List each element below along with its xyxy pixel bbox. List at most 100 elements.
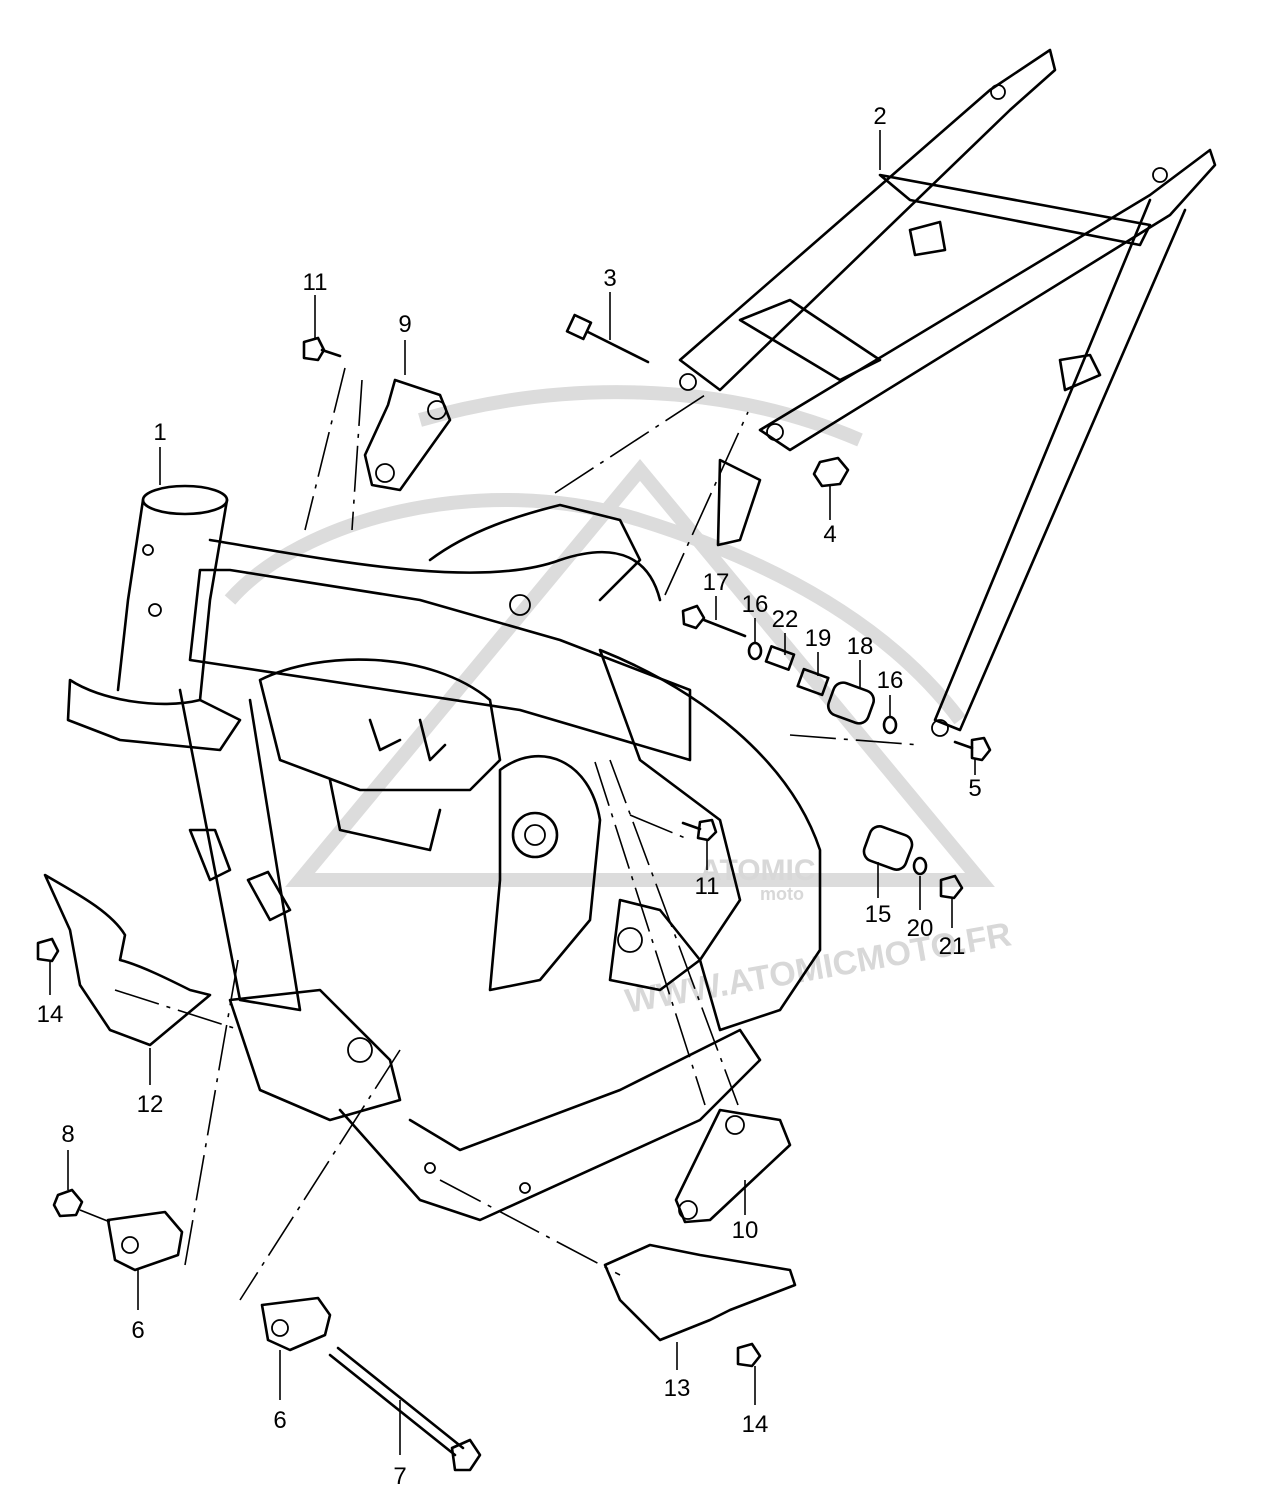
watermark-swoosh	[224, 492, 966, 725]
callout-8: 8	[61, 1121, 74, 1148]
leader-lines	[49, 130, 976, 1455]
engine-bay-upper	[258, 658, 502, 792]
callout-17: 17	[703, 569, 730, 596]
assembly-line-nut8	[79, 1209, 111, 1223]
main-frame	[66, 484, 822, 1222]
assembly-line-shock	[789, 734, 921, 746]
nut-part-8	[52, 1188, 84, 1218]
bracket-part-10	[674, 1108, 792, 1224]
steering-head-tube	[116, 498, 229, 702]
frame-boss-front	[347, 1037, 373, 1063]
engine-bay-rear	[488, 754, 602, 992]
bracket-part-9	[363, 378, 452, 492]
bolt-part-5	[953, 736, 992, 762]
callout-9: 9	[398, 311, 411, 338]
subframe-crossmember	[878, 173, 1152, 247]
bolt-part-17	[681, 604, 747, 638]
lower-engine-mount	[328, 778, 442, 852]
bracket-10-hole-b	[678, 1200, 698, 1220]
rear-side-plate	[598, 648, 822, 1032]
frame-hole-a	[424, 1162, 436, 1174]
down-tube	[178, 688, 302, 1012]
assembly-line-bolt11	[629, 814, 691, 841]
nut-part-21	[939, 874, 964, 900]
watermark: ATOMIC moto WWW.ATOMICMOTO.FR	[224, 385, 1014, 1021]
callout-18: 18	[847, 633, 874, 660]
main-spar-beam	[188, 568, 692, 762]
bolt-part-14-left	[36, 937, 60, 963]
bolt-part-3	[565, 313, 650, 364]
lower-cradle	[338, 1028, 762, 1222]
bracket-10-hole-a	[725, 1115, 745, 1135]
engine-mount-tabs	[368, 718, 447, 762]
assembly-lines	[79, 367, 921, 1301]
callout-11-b: 11	[695, 873, 720, 900]
washer-part-16-a	[747, 641, 763, 661]
subframe-tab-upper	[908, 220, 947, 257]
main-spar-top	[208, 538, 662, 602]
bracket-6b-hole	[271, 1319, 289, 1337]
frame-hole-c	[148, 603, 162, 617]
upper-bracket	[428, 503, 642, 602]
down-tube-tab	[246, 870, 292, 922]
nut-part-4	[812, 456, 850, 488]
assembly-line-guard13	[439, 1179, 621, 1276]
assembly-line-bracket9-a	[304, 367, 346, 531]
subframe-lower-rail	[933, 198, 1187, 732]
assembly-line-bracket9-b	[351, 379, 363, 531]
callout-12: 12	[137, 1091, 164, 1118]
assembly-line-bracket6b	[239, 1049, 401, 1301]
watermark-url: WWW.ATOMICMOTO.FR	[622, 915, 1014, 1020]
callout-22: 22	[772, 606, 799, 633]
assembly-line-subframe-top	[554, 394, 706, 494]
swingarm-pivot-bore	[524, 824, 546, 846]
subframe-rear-hole-b	[1152, 167, 1168, 183]
subframe-bridge-plate	[738, 298, 882, 382]
collar-part-19	[796, 667, 830, 697]
collar-part-22	[764, 645, 796, 671]
rear-subframe	[678, 48, 1217, 737]
subframe-lower-hole	[931, 719, 949, 737]
callout-19: 19	[805, 625, 832, 652]
bolt-part-11-lower	[681, 818, 718, 842]
assembly-line-bracket10-a	[609, 759, 739, 1106]
callout-14-b: 14	[742, 1411, 769, 1438]
bolt-part-11-upper	[302, 336, 342, 362]
bracket-9-hole-a	[427, 400, 447, 420]
frame-boss-lower	[617, 927, 643, 953]
bushing-part-18	[826, 681, 876, 725]
watermark-arc	[418, 385, 863, 447]
shock-mount-lower	[608, 898, 702, 992]
bushing-part-15	[862, 825, 914, 871]
guard-part-13	[603, 1243, 797, 1342]
frame-hole-b	[519, 1182, 531, 1194]
callout-labels: 1 2 3 4 5 6 6 7 8 9 10 11 11 12 13 14 14…	[37, 103, 982, 1490]
callout-20: 20	[907, 915, 934, 942]
callout-2: 2	[873, 103, 886, 130]
subframe-rear-hole-a	[990, 84, 1006, 100]
watermark-logo-sub: moto	[760, 884, 804, 904]
callout-16-b: 16	[877, 667, 904, 694]
down-tube-lower	[228, 988, 402, 1122]
left-footrest-tab	[188, 828, 232, 882]
swingarm-pivot	[511, 811, 559, 859]
bolt-part-7	[328, 1346, 482, 1472]
callout-14-a: 14	[37, 1001, 64, 1028]
steering-head-top	[141, 484, 229, 516]
bolt-part-14-right	[736, 1342, 762, 1368]
assembly-line-guard12	[114, 989, 241, 1031]
callout-6-a: 6	[131, 1317, 144, 1344]
assembly-line-subframe-mid	[664, 411, 749, 596]
callout-15: 15	[865, 901, 892, 928]
callout-6-b: 6	[273, 1407, 286, 1434]
watermark-logo-text: ATOMIC	[700, 854, 816, 887]
bracket-6a-hole	[121, 1236, 139, 1254]
bracket-part-6-a	[106, 1210, 184, 1272]
subframe-upper-left-rail	[678, 48, 1057, 392]
callout-1: 1	[153, 419, 166, 446]
callout-3: 3	[603, 265, 616, 292]
subframe-upper-right-rail	[758, 148, 1217, 452]
assembly-line-bracket10-b	[594, 761, 706, 1106]
callout-11-a: 11	[303, 269, 328, 296]
